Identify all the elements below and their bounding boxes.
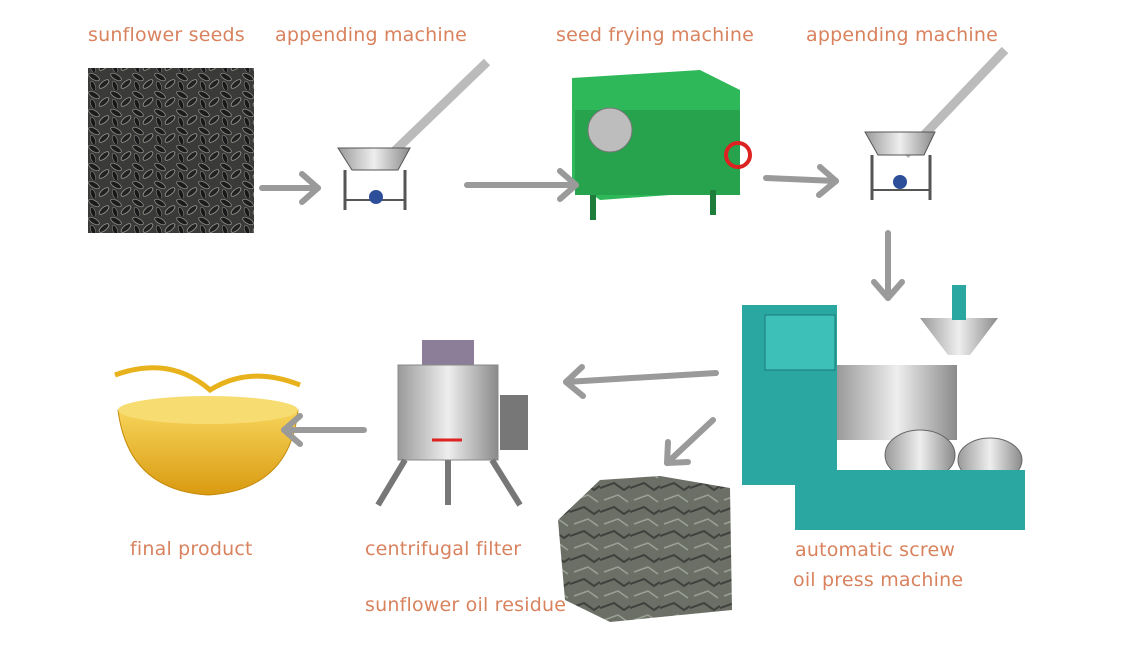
label-final-product: final product bbox=[130, 538, 253, 560]
label-appending-machine-1: appending machine bbox=[275, 24, 468, 46]
sunflower-seeds-image bbox=[88, 68, 254, 233]
appending-machine-image-1 bbox=[337, 58, 491, 210]
arrow-frying-to-appending bbox=[763, 164, 839, 198]
arrow-press-to-filter bbox=[563, 364, 719, 399]
centrifugal-filter-image bbox=[375, 340, 528, 507]
appending-machine-image-2 bbox=[864, 46, 1009, 200]
label-press-line1: automatic screw bbox=[795, 539, 956, 561]
seed-frying-machine-image bbox=[572, 70, 752, 220]
arrow-appending-to-frying bbox=[464, 168, 579, 202]
flow-arrows bbox=[259, 164, 905, 466]
arrow-press-to-residue bbox=[664, 417, 716, 466]
label-sunflower-seeds: sunflower seeds bbox=[88, 24, 245, 46]
sunflower-oil-residue-image bbox=[558, 476, 732, 622]
arrow-appending-to-press bbox=[871, 230, 905, 301]
arrow-filter-to-product bbox=[281, 413, 367, 447]
arrow-seeds-to-appending bbox=[259, 171, 321, 205]
label-seed-frying-machine: seed frying machine bbox=[556, 24, 754, 46]
label-appending-machine-2: appending machine bbox=[806, 24, 999, 46]
label-sunflower-oil-residue: sunflower oil residue bbox=[365, 594, 567, 616]
oil-press-machine-image bbox=[742, 285, 1025, 530]
label-centrifugal-filter: centrifugal filter bbox=[365, 538, 522, 560]
final-product-oil-bowl-image bbox=[114, 365, 301, 496]
label-press-line2: oil press machine bbox=[793, 569, 964, 591]
